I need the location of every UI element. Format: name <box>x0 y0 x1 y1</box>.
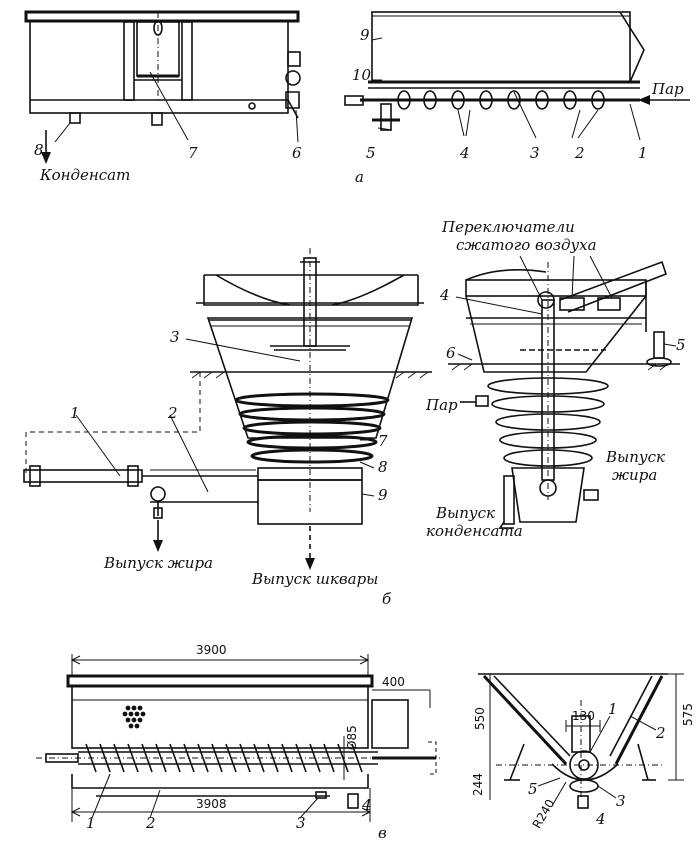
callout-b-3: 3 <box>170 328 180 346</box>
caption-a: а <box>355 168 364 186</box>
callout-c-right-1: 1 <box>608 700 618 718</box>
callout-c-1: 1 <box>86 814 96 832</box>
steam-label-a: Пар <box>651 80 684 98</box>
fat-outlet-label-right-1: Выпуск <box>605 448 665 466</box>
caption-b: б <box>382 590 392 608</box>
callout-a-3: 3 <box>530 144 540 162</box>
panel-a-right-view: 9 10 5 4 3 2 1 Пар <box>344 11 690 162</box>
callout-c-4: 4 <box>361 796 372 814</box>
callout-b-8: 8 <box>378 458 388 476</box>
panel-c-right-view: 130 550 244 575 R240 1 2 3 4 5 <box>471 673 695 831</box>
callout-c-right-2: 2 <box>655 724 666 742</box>
callout-c-right-3: 3 <box>616 792 626 810</box>
panel-a-left-view: 8 7 6 Конденсат <box>24 10 302 184</box>
steam-label-b: Пар <box>425 396 458 414</box>
callout-b-5: 5 <box>676 336 686 354</box>
panel-a: 8 7 6 Конденсат <box>24 10 690 186</box>
callout-a-4: 4 <box>459 144 470 162</box>
panel-b-right-view: Переключатели сжатого воздуха 4 5 6 Пар … <box>425 218 686 540</box>
callout-a-6: 6 <box>292 144 302 162</box>
callout-a-1: 1 <box>638 144 648 162</box>
dim-575: 575 <box>681 703 695 726</box>
ground-hatch-left <box>191 371 429 379</box>
dim-3908: 3908 <box>196 797 227 811</box>
callout-c-3: 3 <box>296 814 306 832</box>
dim-d85: Ø85 <box>345 725 359 750</box>
dim-244: 244 <box>471 773 485 796</box>
coil-rings-left <box>234 392 390 464</box>
callout-a-9: 9 <box>360 26 370 44</box>
callout-c-right-5: 5 <box>528 780 538 798</box>
callout-a-5: 5 <box>366 144 376 162</box>
perforation-dots <box>122 705 146 729</box>
ground-hatch-right <box>451 363 669 371</box>
panel-b-left-view: 3 1 2 7 8 9 Выпуск жира Выпуск шквары <box>23 248 432 588</box>
dim-3900: 3900 <box>196 643 227 657</box>
switches-label-line1: Переключатели <box>441 218 575 236</box>
callout-c-right-4: 4 <box>595 810 606 828</box>
panel-c-left-view: 3900 400 <box>36 643 440 832</box>
callout-a-8: 8 <box>34 141 44 159</box>
dim-550: 550 <box>473 707 487 730</box>
callout-b-1: 1 <box>70 404 80 422</box>
callout-b-6: 6 <box>446 344 456 362</box>
condensate-outlet-label-2: конденсата <box>426 522 523 540</box>
callout-a-10: 10 <box>352 66 372 84</box>
callout-b-2: 2 <box>167 404 178 422</box>
dim-400: 400 <box>382 675 405 689</box>
dim-130: 130 <box>572 709 595 723</box>
callout-b-7: 7 <box>378 432 388 450</box>
fat-outlet-label-right-2: жира <box>612 466 657 484</box>
switches-label-line2: сжатого воздуха <box>456 236 597 254</box>
panel-c: 3900 400 <box>36 643 695 842</box>
callout-a-7: 7 <box>188 144 198 162</box>
condensate-outlet-label-1: Выпуск <box>435 504 495 522</box>
callout-b-4: 4 <box>439 286 450 304</box>
panel-b: 3 1 2 7 8 9 Выпуск жира Выпуск шквары <box>23 218 686 608</box>
caption-c: в <box>378 824 387 842</box>
cracklings-outlet-label: Выпуск шквары <box>251 570 378 588</box>
fat-outlet-label-left: Выпуск жира <box>103 554 213 572</box>
callout-c-2: 2 <box>145 814 156 832</box>
dim-r240: R240 <box>530 797 558 831</box>
screw-flights <box>85 743 363 773</box>
condensate-label: Конденсат <box>39 166 130 184</box>
coil-loops <box>397 90 605 110</box>
callout-a-2: 2 <box>574 144 585 162</box>
coil-rings-right <box>487 377 609 467</box>
callout-b-9: 9 <box>378 486 388 504</box>
